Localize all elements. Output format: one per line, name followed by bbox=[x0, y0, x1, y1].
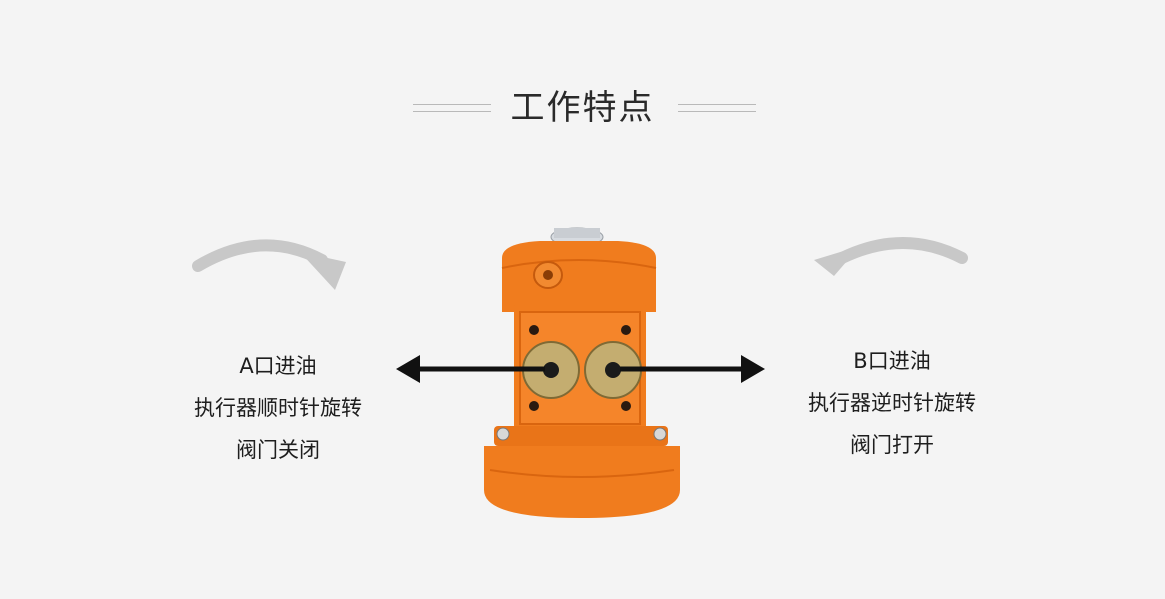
left-port-label: A口进油 bbox=[239, 354, 317, 378]
right-port-label: B口进油 bbox=[853, 349, 931, 373]
right-valve-state-label: 阀门打开 bbox=[850, 433, 934, 457]
arrow-left-icon bbox=[396, 355, 545, 383]
left-valve-state-label: 阀门关闭 bbox=[236, 438, 320, 462]
page-title: 工作特点 bbox=[510, 88, 655, 128]
arrow-right-icon bbox=[620, 355, 765, 383]
counterclockwise-arrow-icon bbox=[814, 237, 968, 276]
left-rotation-label: 执行器顺时针旋转 bbox=[194, 396, 362, 420]
actuator-image bbox=[484, 227, 680, 518]
title-rule-left bbox=[413, 104, 491, 112]
title-rule-right bbox=[678, 104, 756, 112]
clockwise-arrow-icon bbox=[192, 239, 346, 290]
right-rotation-label: 执行器逆时针旋转 bbox=[808, 391, 976, 415]
right-description: B口进油 执行器逆时针旋转 阀门打开 bbox=[762, 340, 1022, 466]
left-description: A口进油 执行器顺时针旋转 阀门关闭 bbox=[148, 345, 408, 471]
